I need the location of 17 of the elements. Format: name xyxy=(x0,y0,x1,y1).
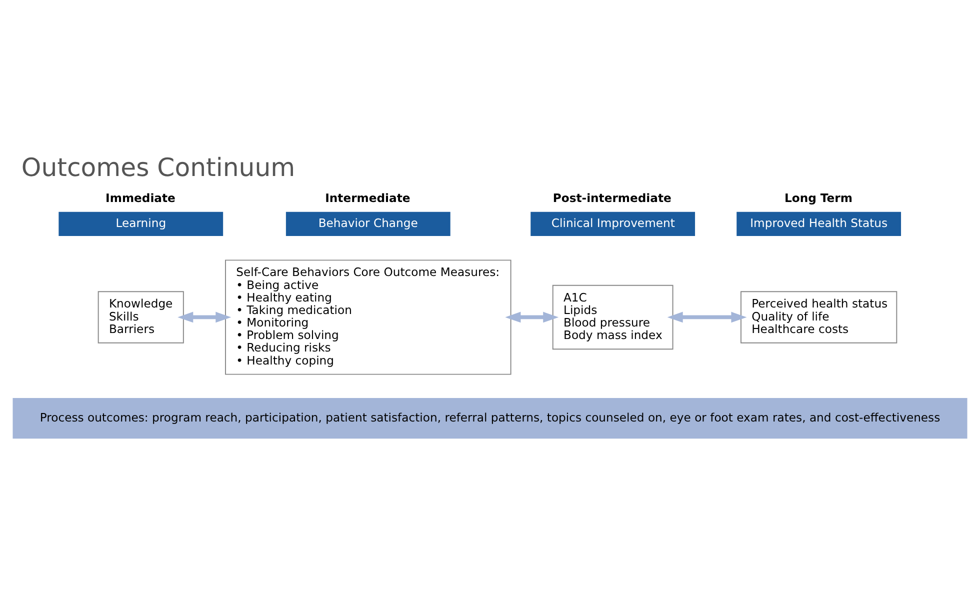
arrow xyxy=(505,312,559,323)
node-label: Intermediate xyxy=(325,190,410,205)
diagram-title: Outcomes Continuum xyxy=(21,152,296,182)
node-box: Self-Care Behaviors Core Outcome Measures: • Being active • Healthy eating • Taking medication • Monitoring • Problem solving • Reducing risks • Healthy coping xyxy=(225,260,512,375)
arrow xyxy=(178,312,232,323)
node-box: Improved Health Status xyxy=(736,212,902,236)
node-box: Process outcomes: program reach, participation, patient satisfaction, referral patterns, topics counseled on, eye or foot exam rates, and cost-effectiveness xyxy=(12,398,968,439)
node-label: Immediate xyxy=(106,190,176,205)
node-box: Perceived health status Quality of life Healthcare costs xyxy=(740,291,898,344)
node-box: Knowledge Skills Barriers xyxy=(98,291,184,344)
node-box: Learning xyxy=(58,212,224,236)
node-label: Long Term xyxy=(784,190,852,205)
node-box: A1C Lipids Blood pressure Body mass index xyxy=(552,284,674,350)
node-box: Clinical Improvement xyxy=(530,212,696,236)
node-label: Post-intermediate xyxy=(552,190,672,205)
node-box: Behavior Change xyxy=(286,212,450,236)
arrow xyxy=(667,312,747,323)
